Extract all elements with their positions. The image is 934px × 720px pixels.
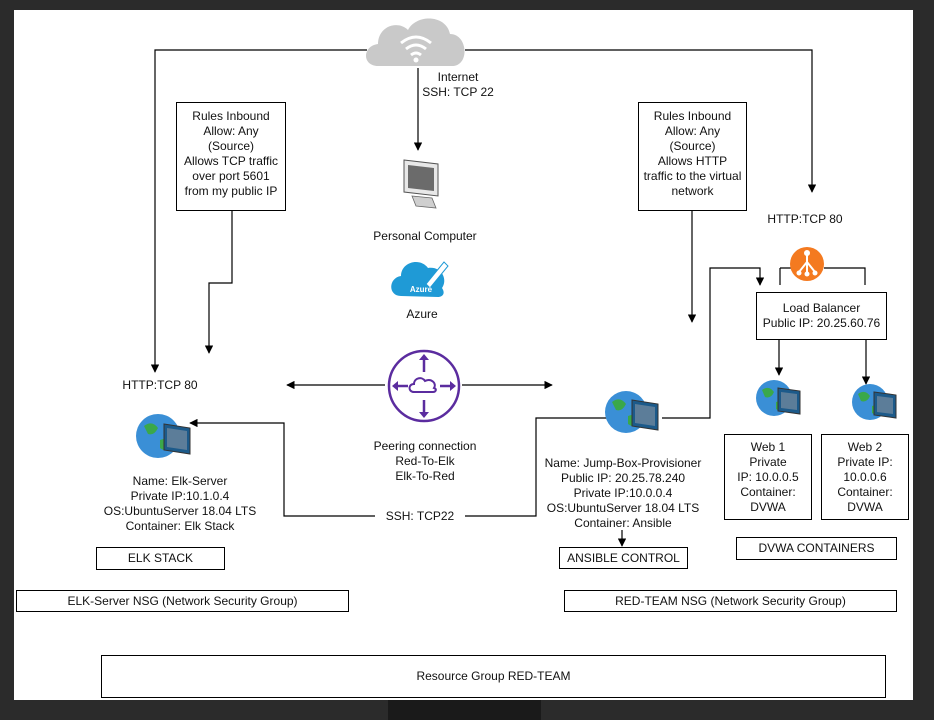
- web2-icon: [852, 384, 897, 420]
- peering-connection-icon: [387, 349, 461, 423]
- personal-computer-label: Personal Computer: [373, 229, 477, 243]
- elk-server-icon: [136, 414, 191, 458]
- rules-right-line: Allows HTTP: [657, 154, 728, 168]
- azure-logo-text: Azure: [409, 285, 433, 294]
- internet-label: Internet SSH: TCP 22: [418, 70, 498, 100]
- web2-line: Container:: [837, 485, 893, 499]
- elk-server-os: OS:UbuntuServer 18.04 LTS: [103, 504, 257, 518]
- web2-line: Private IP:: [837, 455, 893, 469]
- elk-nsg-label: ELK-Server NSG (Network Security Group): [16, 590, 349, 612]
- internet-ssh: SSH: TCP 22: [422, 85, 494, 99]
- azure-cloud-icon: [391, 261, 449, 297]
- jump-box-details: Name: Jump-Box-Provisioner Public IP: 20…: [533, 456, 713, 531]
- rules-right-line: Rules Inbound: [653, 109, 732, 123]
- connectors: [136, 18, 897, 547]
- jump-box-os: OS:UbuntuServer 18.04 LTS: [546, 501, 700, 515]
- arrow-ssh-to-elk: [189, 418, 375, 517]
- http-right-label: HTTP:TCP 80: [767, 212, 843, 226]
- rules-left-line: over port 5601: [192, 169, 270, 183]
- rules-right-line: traffic to the virtual: [643, 169, 742, 183]
- resource-group-label: Resource Group RED-TEAM: [101, 655, 886, 698]
- rules-right-line: network: [671, 184, 714, 198]
- rules-left-line: (Source): [207, 139, 254, 153]
- line-ssh-to-jump: [465, 417, 608, 517]
- rules-inbound-elk: Rules Inbound Allow: Any (Source) Allows…: [176, 102, 286, 211]
- load-balancer-box: Load Balancer Public IP: 20.25.60.76: [756, 292, 887, 340]
- rules-left-line: Allows TCP traffic: [183, 154, 279, 168]
- arrow-internet-to-elk: [150, 49, 367, 373]
- web1-line: Web 1: [750, 440, 786, 454]
- internet-cloud-icon: [366, 18, 465, 66]
- elk-stack-label: ELK STACK: [96, 547, 225, 570]
- ssh-tcp22-label: SSH: TCP22: [375, 509, 465, 524]
- load-balancer-title: Load Balancer: [782, 301, 861, 315]
- azure-label: Azure: [406, 307, 438, 321]
- jump-box-name: Name: Jump-Box-Provisioner: [544, 456, 702, 470]
- web1-icon: [756, 380, 801, 416]
- rules-left-line: Allow: Any: [203, 124, 259, 138]
- web2-box: Web 2 Private IP: 10.0.0.6 Container: DV…: [821, 434, 909, 520]
- rules-right-line: (Source): [669, 139, 716, 153]
- elk-server-details: Name: Elk-Server Private IP:10.1.0.4 OS:…: [95, 474, 265, 534]
- rules-left-line: Rules Inbound: [192, 109, 270, 123]
- rules-right-line: Allow: Any: [664, 124, 721, 138]
- jump-box-private-ip: Private IP:10.0.0.4: [573, 486, 673, 500]
- rules-inbound-redteam: Rules Inbound Allow: Any (Source) Allows…: [638, 102, 747, 211]
- ansible-control-label: ANSIBLE CONTROL: [559, 547, 688, 569]
- elk-server-name: Name: Elk-Server: [132, 474, 228, 488]
- web2-line: 10.0.0.6: [843, 470, 887, 484]
- internet-title: Internet: [437, 70, 479, 84]
- web1-line: Container:: [740, 485, 796, 499]
- peering-elk-to-red: Elk-To-Red: [395, 469, 455, 483]
- jump-box-icon: [605, 391, 659, 433]
- elk-server-ip: Private IP:10.1.0.4: [130, 489, 230, 503]
- bottom-toolbar-tab: [388, 700, 541, 720]
- web1-line: IP: 10.0.0.5: [737, 470, 799, 484]
- load-balancer-icon: [790, 247, 824, 281]
- line-lb-bracket: [779, 267, 866, 285]
- arrow-internet-to-redteam: [465, 49, 817, 193]
- redteam-nsg-label: RED-TEAM NSG (Network Security Group): [564, 590, 897, 612]
- rules-left-line: from my public IP: [184, 184, 278, 198]
- personal-computer-icon: [403, 159, 439, 209]
- web2-line: Web 2: [847, 440, 883, 454]
- http-left-label: HTTP:TCP 80: [122, 378, 198, 392]
- arrow-rules-left: [204, 210, 233, 354]
- jump-box-public-ip: Public IP: 20.25.78.240: [560, 471, 686, 485]
- jump-box-container: Container: Ansible: [574, 516, 672, 530]
- diagram-canvas: Internet SSH: TCP 22 Personal Computer A…: [14, 10, 913, 700]
- arrow-jump-to-lb: [662, 267, 765, 419]
- peering-label: Peering connection Red-To-Elk Elk-To-Red: [355, 439, 495, 484]
- web1-line: DVWA: [750, 500, 786, 514]
- diagram-layer: Internet SSH: TCP 22 Personal Computer A…: [14, 10, 913, 700]
- dvwa-containers-label: DVWA CONTAINERS: [736, 537, 897, 560]
- web1-line: Private: [749, 455, 787, 469]
- web1-box: Web 1 Private IP: 10.0.0.5 Container: DV…: [724, 434, 812, 520]
- load-balancer-ip: Public IP: 20.25.60.76: [762, 316, 881, 330]
- elk-server-container: Container: Elk Stack: [125, 519, 235, 533]
- web2-line: DVWA: [847, 500, 883, 514]
- peering-title: Peering connection: [373, 439, 477, 453]
- peering-red-to-elk: Red-To-Elk: [395, 454, 455, 468]
